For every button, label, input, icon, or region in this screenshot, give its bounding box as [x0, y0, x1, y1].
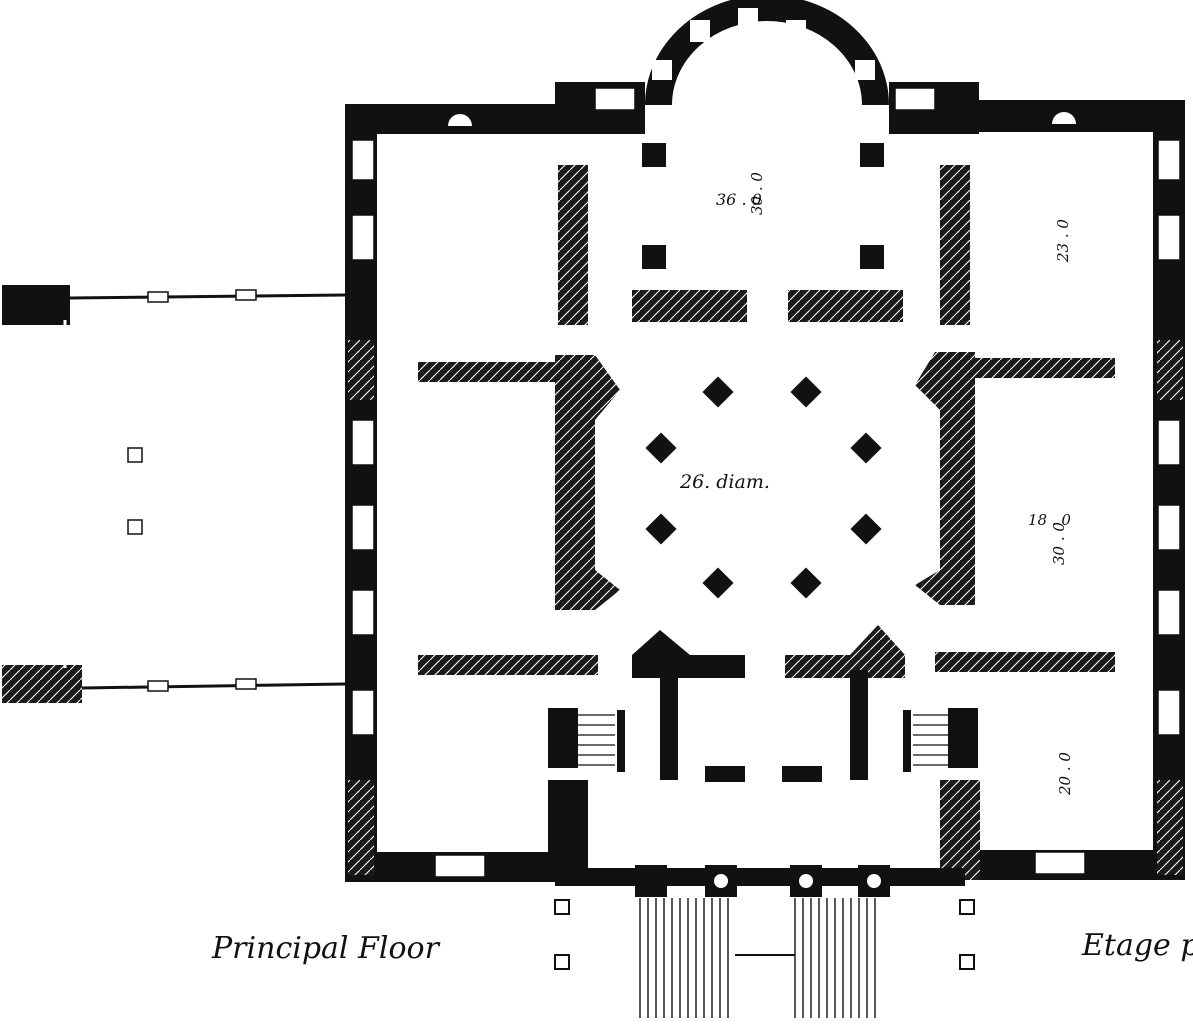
south-portico: [554, 865, 975, 1027]
windows: [351, 87, 1181, 878]
interior-walls: [418, 165, 1115, 880]
secondary-stairs: [578, 710, 948, 772]
rotunda-diameter: 26. diam.: [679, 471, 770, 493]
west-wing: [2, 285, 346, 703]
southeast-room-dim: 20 . 0: [1056, 752, 1074, 796]
room-dimensions: 36 . 0 30 . 0 23 . 0 26. diam. 18 . 0 30…: [679, 172, 1074, 796]
east-room-dim-a: 18 . 0: [1028, 511, 1071, 529]
north-room-dim-a: 36 . 0: [716, 190, 762, 209]
front-steps: [639, 898, 876, 1018]
east-room-dim-b: 30 . 0: [1050, 522, 1068, 565]
north-room-columns: [642, 143, 884, 269]
plan-caption: Principal Floor: [211, 931, 441, 966]
north-room-dim-b: 30 . 0: [748, 172, 766, 215]
north-apse: [645, 0, 889, 105]
plan-caption-right: Etage p: [1081, 928, 1193, 963]
northeast-room-dim: 23 . 0: [1054, 219, 1072, 263]
